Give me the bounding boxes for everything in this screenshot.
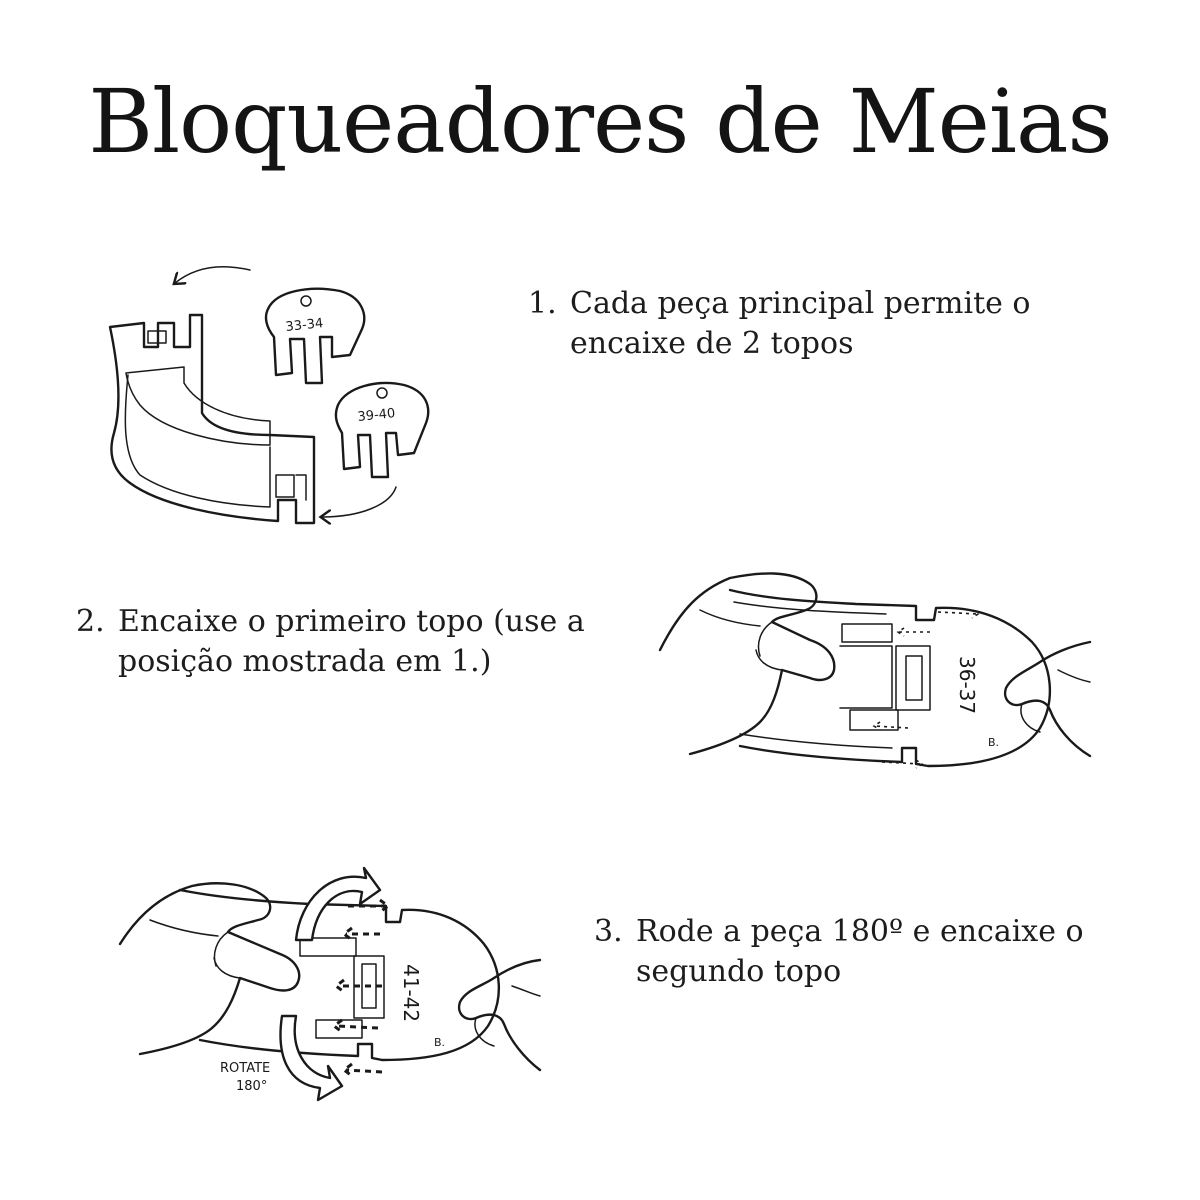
- size-label: 41-42: [399, 964, 423, 1022]
- dashed-arrow-icon: [331, 1018, 379, 1034]
- topper-icon: 39-40: [334, 381, 430, 479]
- rotate-degrees-label: 180°: [236, 1079, 267, 1094]
- step-text-line: Rode a peça 180º e encaixe o: [636, 914, 1084, 949]
- hand-icon: [118, 882, 301, 1056]
- hand-icon: [457, 958, 542, 1072]
- topper-size-label: 39-40: [357, 406, 396, 425]
- curved-arrow-icon: [322, 486, 397, 517]
- size-label: 36-37: [955, 656, 979, 714]
- step-1: 1. Cada peça principal permite o encaixe…: [528, 284, 1088, 363]
- dashed-arrow-icon: [896, 627, 930, 637]
- rotate-label: ROTATE: [220, 1061, 270, 1076]
- step-text-line: encaixe de 2 topos: [570, 325, 854, 361]
- step-text-line: Encaixe o primeiro topo (use a: [118, 604, 585, 639]
- curved-arrow-icon: [175, 265, 251, 283]
- page-title: Bloqueadores de Meias: [88, 70, 1112, 173]
- step-3: 3. Rode a peça 180º e encaixe o segundo …: [594, 912, 1134, 991]
- step-2: 2. Encaixe o primeiro topo (use a posiçã…: [76, 602, 636, 681]
- dashed-arrow-icon: [872, 721, 909, 731]
- dashed-arrow-icon: [341, 1062, 383, 1078]
- rotate-arrow-icon: [279, 866, 382, 1102]
- step-number: 2.: [76, 604, 105, 639]
- step-text-line: posição mostrada em 1.): [118, 643, 492, 679]
- step-2-illustration: 36-37 B.: [658, 572, 1092, 769]
- step-number: 3.: [594, 914, 623, 949]
- dashed-arrow-icon: [333, 978, 382, 994]
- step-number: 1.: [528, 286, 557, 321]
- sock-blocker-illustration: 33-34 39-40: [108, 265, 430, 545]
- hand-icon: [1003, 640, 1092, 758]
- topper-size-label: 33-34: [285, 316, 324, 335]
- dashed-arrow-icon: [937, 609, 980, 619]
- dashed-arrow-icon: [881, 759, 924, 769]
- topper-icon: 33-34: [264, 287, 366, 385]
- dashed-arrow-icon: [348, 898, 391, 914]
- step-3-illustration: 41-42 B. ROTATE 180°: [118, 866, 542, 1102]
- sock-blocker-icon: [108, 313, 316, 525]
- dashed-arrow-icon: [341, 926, 380, 942]
- maker-mark: B.: [988, 736, 999, 749]
- step-text-line: Cada peça principal permite o: [570, 286, 1031, 321]
- maker-mark: B.: [434, 1036, 445, 1049]
- step-text-line: segundo topo: [636, 953, 842, 989]
